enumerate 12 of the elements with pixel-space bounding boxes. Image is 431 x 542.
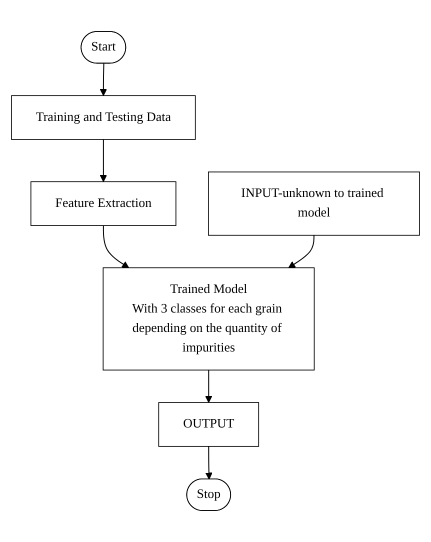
arrow bbox=[100, 63, 107, 96]
node-box bbox=[158, 402, 260, 447]
arrow bbox=[205, 446, 212, 480]
node-box bbox=[102, 267, 315, 370]
node-box bbox=[208, 172, 420, 236]
flowchart-drawing: Start Training and Testing Data Feature Extraction INPUT-unknown to trained model Trained Model With 3 classes for each grain depending on the quantity of impurities OUTPUT Stop bbox=[5, 24, 426, 517]
arrow bbox=[205, 370, 212, 403]
node-box bbox=[30, 181, 176, 226]
node-box bbox=[11, 95, 196, 140]
arrow bbox=[288, 234, 314, 268]
arrow bbox=[102, 225, 130, 268]
arrow bbox=[100, 138, 107, 182]
